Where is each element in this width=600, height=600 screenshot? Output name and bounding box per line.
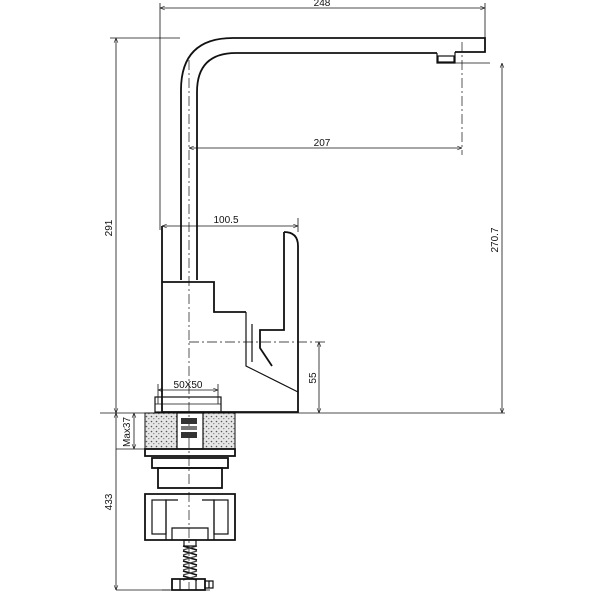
dimension-433: 433 [104, 413, 170, 591]
flex-hose [182, 539, 198, 581]
dimension-248: 248 [159, 0, 486, 230]
mounting-nut [144, 457, 236, 541]
dim-label-max37: Max37 [122, 417, 133, 447]
hose-connector [162, 578, 214, 591]
dim-label-270-7: 270.7 [490, 227, 501, 252]
faucet-outline [161, 37, 490, 590]
dim-label-248: 248 [314, 0, 331, 9]
dim-label-55: 55 [308, 372, 319, 384]
dim-label-207: 207 [314, 138, 331, 149]
dimension-291: 291 [104, 37, 180, 413]
base-flange: 50X50 [154, 380, 222, 413]
dim-label-50x50: 50X50 [174, 380, 203, 391]
dim-label-433: 433 [104, 493, 115, 510]
countertop-section [144, 412, 236, 457]
dimension-270-7: 270.7 [490, 63, 502, 413]
dim-label-291: 291 [104, 219, 115, 236]
dim-label-100-5: 100.5 [213, 215, 238, 226]
dimension-max37: Max37 [116, 413, 145, 450]
dimension-55: 55 [189, 341, 326, 413]
dimension-100-5: 100.5 [162, 215, 299, 232]
dimension-207: 207 [189, 138, 462, 149]
